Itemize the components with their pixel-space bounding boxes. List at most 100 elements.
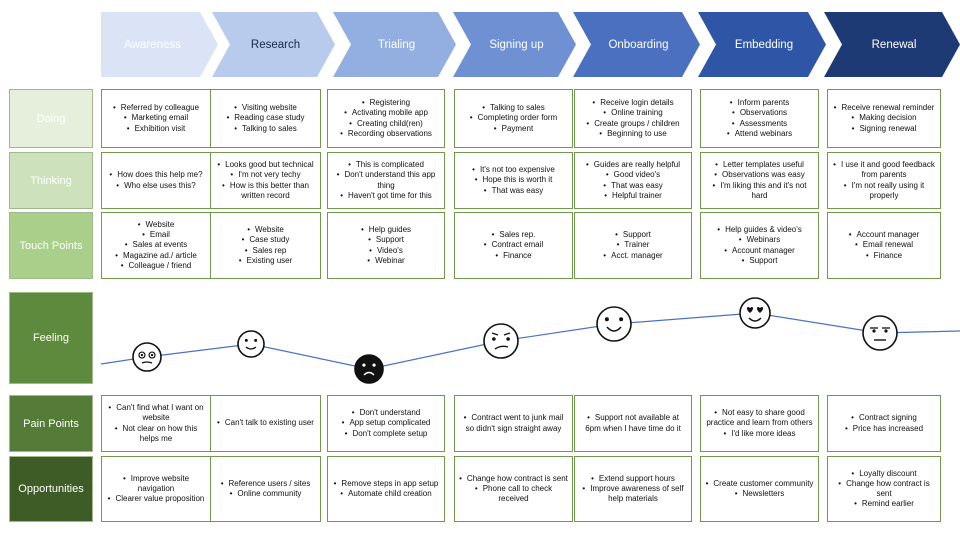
bullet-list: Sales rep.Contract emailFinance	[484, 230, 544, 260]
bullet-item: Beginning to use	[586, 129, 679, 139]
bullet-item: Account manager	[717, 246, 802, 256]
bullet-item: Reading case study	[226, 113, 304, 123]
bullet-list: Don't understandApp setup complicatedDon…	[342, 408, 431, 439]
bullet-item: Contract went to junk mail so didn't sig…	[459, 413, 568, 433]
bullet-list: Receive renewal reminderMaking decisionS…	[834, 103, 934, 133]
bullet-item: How does this help me?	[109, 170, 202, 180]
bullet-item: Recording observations	[340, 129, 432, 139]
doing-cell-embedding: Inform parentsObservationsAssessmentsAtt…	[700, 89, 819, 148]
pain-points-cell-renewal: Contract signingPrice has increased	[827, 395, 941, 452]
doing-cell-onboarding: Receive login detailsOnline trainingCrea…	[574, 89, 692, 148]
opportunities-cell-signing-up: Change how contract is sentPhone call to…	[454, 456, 573, 522]
bullet-item: Contract email	[484, 240, 544, 250]
bullet-item: That was easy	[586, 181, 680, 191]
bullet-item: Phone call to check received	[459, 484, 568, 504]
bullet-item: Can't talk to existing user	[217, 418, 314, 428]
bullet-list: Help guides & video'sWebinarsAccount man…	[717, 225, 802, 265]
bullet-item: Newsletters	[706, 489, 814, 499]
row-touch-points-label: Touch Points	[9, 212, 93, 279]
bullet-item: Improve website navigation	[106, 474, 206, 494]
bullet-item: Observations was easy	[705, 170, 814, 180]
stage-chevron-research	[212, 12, 335, 77]
bullet-list: Remove steps in app setupAutomate child …	[334, 479, 439, 499]
bullet-list: Improve website navigationClearer value …	[106, 474, 206, 504]
thinking-cell-signing-up: It's not too expensiveHope this is worth…	[454, 152, 573, 209]
bullet-item: This is complicated	[332, 160, 440, 170]
bullet-item: Webinars	[717, 235, 802, 245]
bullet-list: It's not too expensiveHope this is worth…	[472, 165, 555, 195]
bullet-list: Contract signingPrice has increased	[845, 413, 923, 433]
bullet-item: Good video's	[586, 170, 680, 180]
bullet-item: Reference users / sites	[221, 479, 311, 489]
bullet-item: Automate child creation	[334, 489, 439, 499]
bullet-item: Letter templates useful	[705, 160, 814, 170]
thinking-cell-onboarding: Guides are really helpfulGood video'sTha…	[574, 152, 692, 209]
bullet-list: I use it and good feedback from parentsI…	[832, 160, 936, 200]
bullet-item: Create customer community	[706, 479, 813, 489]
bullet-list: How does this help me?Who else uses this…	[109, 170, 202, 190]
bullet-item: Price has increased	[845, 424, 923, 434]
stage-chevron-renewal	[824, 12, 960, 77]
pain-points-cell-research: Can't talk to existing user	[210, 395, 321, 452]
bullet-item: Inform parents	[727, 98, 792, 108]
bullet-item: Online community	[221, 489, 311, 499]
bullet-list: RegisteringActivating mobile appCreating…	[340, 98, 432, 138]
bullet-item: Talking to sales	[470, 103, 557, 113]
bullet-item: Activating mobile app	[340, 108, 432, 118]
bullet-item: Observations	[727, 108, 792, 118]
opportunities-cell-research: Reference users / sitesOnline community	[210, 456, 321, 522]
bullet-item: Support	[717, 256, 802, 266]
bullet-list: Guides are really helpfulGood video'sTha…	[586, 160, 680, 200]
bullet-list: Receive login detailsOnline trainingCrea…	[586, 98, 679, 138]
bullet-item: Colleague / friend	[115, 261, 197, 271]
bullet-item: Remove steps in app setup	[334, 479, 438, 489]
bullet-item: Support	[603, 230, 662, 240]
thinking-cell-embedding: Letter templates usefulObservations was …	[700, 152, 819, 209]
neutral-face-icon	[862, 315, 898, 351]
bullet-item: Clearer value proposition	[106, 494, 206, 504]
bullet-item: Completing order form	[470, 113, 558, 123]
bullet-item: Create groups / children	[586, 119, 679, 129]
row-doing-label: Doing	[9, 89, 93, 148]
bullet-item: Receive renewal reminder	[834, 103, 934, 113]
doing-cell-trialing: RegisteringActivating mobile appCreating…	[327, 89, 445, 148]
feeling-curve	[100, 297, 960, 384]
bullet-list: SupportTrainerAcct. manager	[603, 230, 663, 260]
worried-face-icon	[132, 342, 162, 372]
bullet-item: Trainer	[603, 240, 662, 250]
bullet-list: This is complicatedDon't understand this…	[332, 160, 440, 200]
thinking-cell-trialing: This is complicatedDon't understand this…	[327, 152, 445, 209]
pain-points-cell-trialing: Don't understandApp setup complicatedDon…	[327, 395, 445, 452]
bullet-item: Not clear on how this helps me	[106, 424, 206, 444]
uneasy-face-icon	[483, 323, 519, 359]
bullet-item: Website	[239, 225, 293, 235]
bullet-item: Support not available at 6pm when I have…	[579, 413, 687, 433]
bullet-item: Sales at events	[115, 240, 197, 250]
stage-chevron-onboarding	[573, 12, 700, 77]
bullet-item: Finance	[849, 251, 920, 261]
doing-cell-signing-up: Talking to salesCompleting order formPay…	[454, 89, 573, 148]
bullet-item: Don't complete setup	[342, 429, 431, 439]
bullet-item: Marketing email	[113, 113, 199, 123]
bullet-item: Receive login details	[586, 98, 679, 108]
bullet-list: Reference users / sitesOnline community	[221, 479, 311, 499]
touch-points-cell-signing-up: Sales rep.Contract emailFinance	[454, 212, 573, 279]
bullet-list: WebsiteEmailSales at eventsMagazine ad./…	[115, 220, 197, 270]
bullet-list: Inform parentsObservationsAssessmentsAtt…	[727, 98, 792, 138]
bullet-list: Account managerEmail renewalFinance	[849, 230, 920, 260]
stage-chevron-awareness	[101, 12, 218, 77]
smile-face-icon	[596, 306, 632, 342]
bullet-item: Online training	[586, 108, 679, 118]
bullet-item: Email renewal	[849, 240, 920, 250]
row-pain-points-label: Pain Points	[9, 395, 93, 452]
pain-points-cell-embedding: Not easy to share good practice and lear…	[700, 395, 819, 452]
opportunities-cell-trialing: Remove steps in app setupAutomate child …	[327, 456, 445, 522]
bullet-list: Extend support hoursImprove awareness of…	[579, 474, 687, 504]
bullet-item: How is this better than written record	[215, 181, 316, 201]
thinking-cell-awareness: How does this help me?Who else uses this…	[101, 152, 211, 209]
bullet-item: Remind earlier	[832, 499, 936, 509]
bullet-item: Creating child(ren)	[340, 119, 432, 129]
bullet-item: I'm not very techy	[215, 170, 316, 180]
bullet-list: Create customer communityNewsletters	[706, 479, 814, 499]
